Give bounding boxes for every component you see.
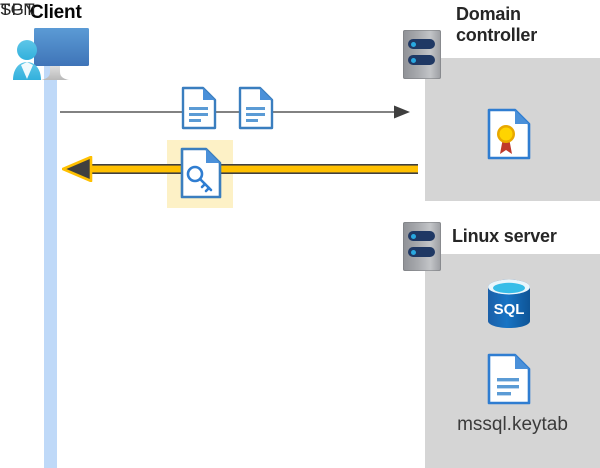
- response-arrow: [61, 155, 418, 187]
- client-lifeline: [44, 55, 57, 468]
- client-title: Client: [30, 2, 82, 23]
- linux-server-title: Linux server: [452, 226, 557, 246]
- sql-database-icon: SQL: [484, 278, 534, 330]
- certificate-document-icon: [487, 108, 531, 160]
- linux-server-rack-server-icon: [403, 222, 441, 271]
- keytab-document-icon: [487, 353, 531, 405]
- sql-label: SQL: [494, 301, 525, 318]
- spn-text-document-icon: [238, 86, 274, 130]
- keytab-filename-label: mssql.keytab: [457, 414, 568, 435]
- spn-label: SPN: [0, 0, 36, 19]
- request-arrow: [60, 104, 410, 125]
- client-computer-user-icon: [10, 26, 102, 90]
- domain-controller-rack-server-icon: [403, 30, 441, 79]
- domain-controller-title: Domain controller: [456, 4, 538, 46]
- key-document-icon: [180, 147, 222, 199]
- tgt-text-document-icon: [181, 86, 217, 130]
- tgt-label: TGT: [0, 0, 35, 19]
